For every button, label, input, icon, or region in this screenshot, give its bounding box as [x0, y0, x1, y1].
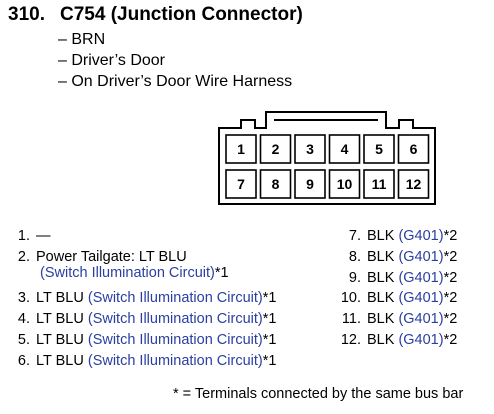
pin-index: 7. — [348, 228, 361, 244]
pin-wire: BLK — [367, 248, 399, 265]
pin-index: 8. — [348, 248, 361, 265]
pin-cell — [225, 169, 257, 199]
pin-entry: 12. BLK (G401)*2 — [0, 332, 457, 348]
pin-number: 11 — [372, 176, 387, 192]
bus-bar-note: *2 — [443, 311, 458, 328]
pin-cell — [294, 169, 326, 199]
pin-cell — [294, 134, 326, 164]
pin-entry: 11. BLK (G401)*2 — [0, 311, 457, 327]
pin-number: 1 — [237, 141, 245, 157]
pin-index: 6. — [17, 353, 30, 369]
title-number: 310. — [8, 4, 45, 25]
pin-number: 8 — [272, 176, 280, 192]
bus-bar-note: *1 — [262, 290, 277, 306]
circuit-link[interactable]: (Switch Illumination Circuit) — [87, 311, 263, 327]
pin-index: 4. — [17, 311, 30, 327]
pin-cell — [397, 134, 430, 164]
connector-outline — [218, 111, 436, 205]
pin-number: 12 — [406, 176, 422, 192]
pin-number: 6 — [410, 141, 418, 157]
pin-wire: Power Tailgate: LT BLU — [36, 249, 187, 265]
pin-number: 10 — [337, 176, 353, 192]
pin-wire: BLK — [367, 332, 399, 348]
bus-bar-note: *1 — [214, 265, 229, 281]
bus-bar-note: *2 — [443, 269, 458, 286]
pin-entry: 4. LT BLU (Switch Illumination Circuit)*1 — [0, 311, 277, 327]
pin-wire: BLK — [367, 228, 399, 244]
pin-index: 12. — [340, 332, 361, 348]
pin-entry: 9. BLK (G401)*2 — [0, 270, 457, 286]
bus-bar-note: *2 — [443, 228, 458, 244]
bus-bar-note: *1 — [262, 353, 277, 369]
pin-number: 9 — [306, 176, 314, 192]
pin-wire: LT BLU — [36, 290, 88, 306]
pin-entry: 3. LT BLU (Switch Illumination Circuit)*1 — [0, 290, 277, 306]
bus-bar-note: *1 — [262, 332, 277, 348]
ground-link[interactable]: (G401) — [398, 332, 444, 348]
circuit-link[interactable]: (Switch Illumination Circuit) — [87, 353, 263, 369]
pin-entry: 5. LT BLU (Switch Illumination Circuit)*1 — [0, 332, 277, 348]
pin-number: 3 — [306, 141, 314, 157]
pin-index: 9. — [348, 269, 361, 286]
ground-link[interactable]: (G401) — [398, 228, 444, 244]
pin-index: 10. — [340, 290, 361, 307]
detail-color: – BRN — [58, 31, 106, 48]
pin-cell — [328, 169, 361, 199]
circuit-link[interactable]: (Switch Illumination Circuit) — [87, 290, 263, 306]
ground-link[interactable]: (G401) — [398, 248, 444, 265]
pin-entry: 8. BLK (G401)*2 — [0, 249, 457, 265]
pin-cell — [259, 134, 292, 164]
pin-index: 3. — [17, 290, 30, 306]
title-text: C754 (Junction Connector) — [60, 4, 303, 25]
pin-wire: — — [36, 228, 51, 244]
footnote: * = Terminals connected by the same bus … — [173, 386, 464, 402]
ground-link[interactable]: (G401) — [398, 290, 444, 307]
circuit-link[interactable]: (Switch Illumination Circuit) — [40, 265, 215, 281]
pin-wire: LT BLU — [36, 332, 88, 348]
pin-entry: 6. LT BLU (Switch Illumination Circuit)*1 — [0, 353, 277, 369]
detail-location: – Driver’s Door — [58, 52, 165, 69]
ground-link[interactable]: (G401) — [398, 269, 444, 286]
detail-harness: – On Driver’s Door Wire Harness — [58, 73, 293, 90]
bus-bar-note: *2 — [443, 290, 458, 307]
bus-bar-note: *2 — [443, 248, 458, 265]
pin-entry: 2. Power Tailgate: LT BLU(Switch Illumina… — [0, 249, 229, 281]
page-title: 310. C754 (Junction Connector) — [8, 4, 303, 26]
pin-cell — [363, 169, 395, 199]
pin-entry: 7. BLK (G401)*2 — [0, 228, 457, 244]
pin-number: 5 — [375, 141, 383, 157]
bus-bar-note: *2 — [443, 332, 458, 348]
pin-wire: BLK — [367, 290, 399, 307]
pin-number: 4 — [341, 141, 349, 157]
pin-index: 1. — [17, 228, 30, 244]
pin-wire: BLK — [367, 269, 399, 286]
pin-entry: 10. BLK (G401)*2 — [0, 290, 457, 306]
pin-cell — [397, 169, 430, 199]
pin-wire: BLK — [367, 311, 399, 328]
pin-index: 2. — [17, 249, 30, 265]
pin-wire: LT BLU — [36, 353, 88, 369]
bus-bar-note: *1 — [262, 311, 277, 327]
pin-entry: 1. — — [0, 228, 51, 244]
pin-index: 11. — [341, 311, 361, 328]
pin-cell — [363, 134, 395, 164]
pin-cell — [328, 134, 361, 164]
pin-wire: LT BLU — [36, 311, 88, 327]
circuit-link[interactable]: (Switch Illumination Circuit) — [87, 332, 263, 348]
pin-cell — [225, 134, 257, 164]
ground-link[interactable]: (G401) — [398, 311, 444, 328]
pin-number: 7 — [237, 176, 245, 192]
pin-index: 5. — [17, 332, 30, 348]
pin-number: 2 — [272, 141, 280, 157]
pin-cell — [259, 169, 292, 199]
